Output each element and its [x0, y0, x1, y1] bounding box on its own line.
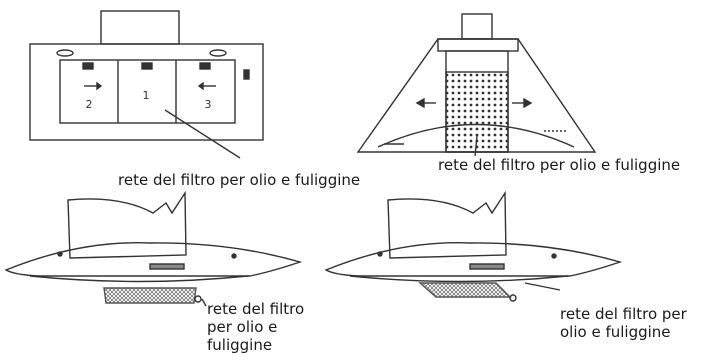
- latch-2: [82, 62, 94, 70]
- hood-body: [29, 43, 264, 141]
- control-panel: [149, 263, 185, 270]
- hood-bottom-curve: [377, 123, 575, 148]
- arrow-left-icon: [415, 97, 436, 109]
- callout-line-4: [524, 282, 561, 291]
- hood-trapezoid-view: [356, 13, 597, 157]
- control-button: [243, 69, 250, 80]
- hood-glass-view-right: [324, 190, 623, 302]
- screw-left: [377, 251, 383, 257]
- light-right: [209, 49, 227, 57]
- panel-number-2: 2: [86, 98, 93, 111]
- screw-right: [551, 253, 557, 259]
- filter-handle: [509, 294, 517, 302]
- panel-number-1: 1: [143, 89, 150, 102]
- filter-label-bottom-right: rete del filtro per olio e fuliggine: [560, 305, 687, 341]
- hood-front-view: [29, 10, 264, 159]
- chimney-body: [387, 190, 507, 259]
- duct-collar: [437, 38, 519, 52]
- filter-label-line: rete del filtro: [207, 300, 305, 318]
- filter-label-line: fuliggine: [207, 336, 273, 354]
- callout-line-1: [164, 109, 241, 159]
- filter-label-line: per olio e: [207, 318, 278, 336]
- callout-line-2: [474, 135, 478, 157]
- latch-1: [141, 62, 153, 70]
- latch-3: [199, 62, 211, 70]
- panel-number-3: 3: [205, 98, 212, 111]
- filter-label-line: olio e fuliggine: [560, 323, 671, 341]
- grease-filter-mesh-tilted: [418, 282, 512, 298]
- filter-label-line: rete del filtro per: [560, 305, 687, 323]
- screw-right: [231, 253, 237, 259]
- arrow-right-icon: [512, 97, 533, 109]
- chimney-body: [67, 190, 187, 259]
- arrow-left-icon: [197, 81, 216, 91]
- filter-label-top-right: rete del filtro per olio e fuliggine: [438, 156, 681, 174]
- hood-body-trapezoid: [356, 38, 597, 153]
- arrow-right-icon: [84, 81, 103, 91]
- hood-glass-view-left: [4, 190, 303, 307]
- grease-filter-mesh: [103, 287, 197, 304]
- screw-left: [57, 251, 63, 257]
- light-left: [56, 49, 74, 57]
- filter-panels-frame: [59, 59, 236, 124]
- glass-canopy: [324, 242, 623, 277]
- chimney-duct: [100, 10, 180, 45]
- callout-line-3: [201, 298, 207, 307]
- control-panel: [469, 263, 505, 270]
- filter-handle: [194, 295, 202, 303]
- glass-canopy: [4, 242, 303, 277]
- filter-label-bottom-left: rete del filtro per olio e fuliggine: [207, 300, 304, 354]
- chimney-duct-top: [461, 13, 493, 40]
- filter-label-top-left: rete del filtro per olio e fuliggine: [118, 171, 361, 189]
